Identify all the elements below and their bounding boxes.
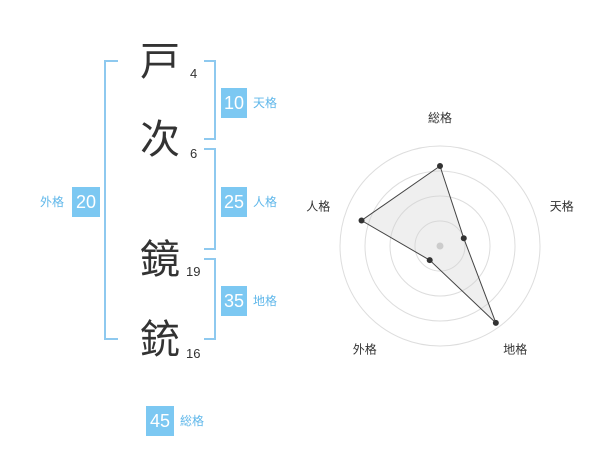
chikaku-value-badge: 35 xyxy=(221,286,247,316)
radar-axis-label-3: 地格 xyxy=(503,342,527,357)
name-char-2: 次 xyxy=(140,117,180,163)
radar-ring-1 xyxy=(414,220,466,272)
stroke-count-1: 4 xyxy=(190,66,198,81)
chikaku-bracket xyxy=(204,258,216,340)
radar-ring-3 xyxy=(364,170,516,322)
gaikaku-bracket xyxy=(104,60,118,340)
gaikaku-label: 外格 xyxy=(40,195,65,209)
radar-point-3 xyxy=(492,319,499,326)
soukaku-value-badge: 45 xyxy=(146,406,174,436)
name-char-3: 鏡 xyxy=(140,237,180,283)
radar-axis-label-1: 総格 xyxy=(428,110,452,125)
radar-ring-2 xyxy=(389,195,491,297)
chikaku-label: 地格 xyxy=(253,294,278,308)
tenkaku-value-badge: 10 xyxy=(221,88,247,118)
tenkaku-bracket xyxy=(204,60,216,140)
radar-point-4 xyxy=(426,257,433,264)
radar-ring-4 xyxy=(339,145,541,347)
name-char-1: 戸 xyxy=(140,39,180,85)
stroke-count-2: 6 xyxy=(190,146,198,161)
radar-axis-label-5: 人格 xyxy=(306,198,330,213)
radar-axis-label-4: 外格 xyxy=(353,342,377,357)
jinkaku-label: 人格 xyxy=(253,195,278,209)
radar-point-1 xyxy=(437,163,443,169)
name-char-4: 銃 xyxy=(140,317,180,363)
radar-area xyxy=(360,165,497,324)
radar-point-5 xyxy=(358,217,365,224)
gaikaku-value-badge: 20 xyxy=(72,187,100,217)
stroke-count-3: 19 xyxy=(186,264,201,279)
soukaku-label: 総格 xyxy=(180,414,205,428)
stroke-count-4: 16 xyxy=(186,346,201,361)
jinkaku-bracket xyxy=(204,148,216,250)
radar-center-dot xyxy=(436,242,444,250)
radar-point-2 xyxy=(460,235,467,242)
jinkaku-value-badge: 25 xyxy=(221,187,247,217)
radar-axis-label-2: 天格 xyxy=(550,198,574,213)
tenkaku-label: 天格 xyxy=(253,96,278,110)
